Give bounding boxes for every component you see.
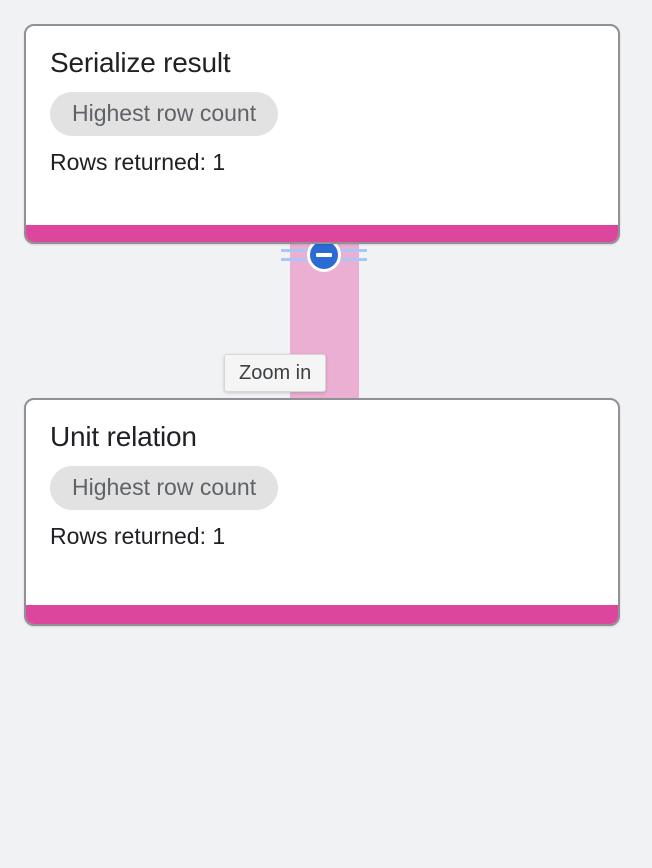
node-title: Serialize result [50, 47, 231, 78]
node-body: Unit relation Highest row count Rows ret… [26, 400, 618, 605]
node-card-unit-relation[interactable]: Unit relation Highest row count Rows ret… [24, 398, 620, 626]
node-chip-highest-row-count[interactable]: Highest row count [50, 92, 279, 136]
node-chip-highest-row-count[interactable]: Highest row count [50, 466, 279, 510]
node-status-bar [26, 225, 618, 242]
node-title: Unit relation [50, 421, 197, 452]
node-rows-returned: Rows returned: 1 [50, 149, 226, 175]
node-status-bar [26, 605, 618, 624]
zoom-tooltip: Zoom in [224, 354, 327, 392]
node-card-serialize-result[interactable]: Serialize result Highest row count Rows … [24, 24, 620, 244]
node-body: Serialize result Highest row count Rows … [26, 26, 618, 225]
minus-glyph [316, 253, 332, 257]
node-rows-returned: Rows returned: 1 [50, 523, 226, 549]
